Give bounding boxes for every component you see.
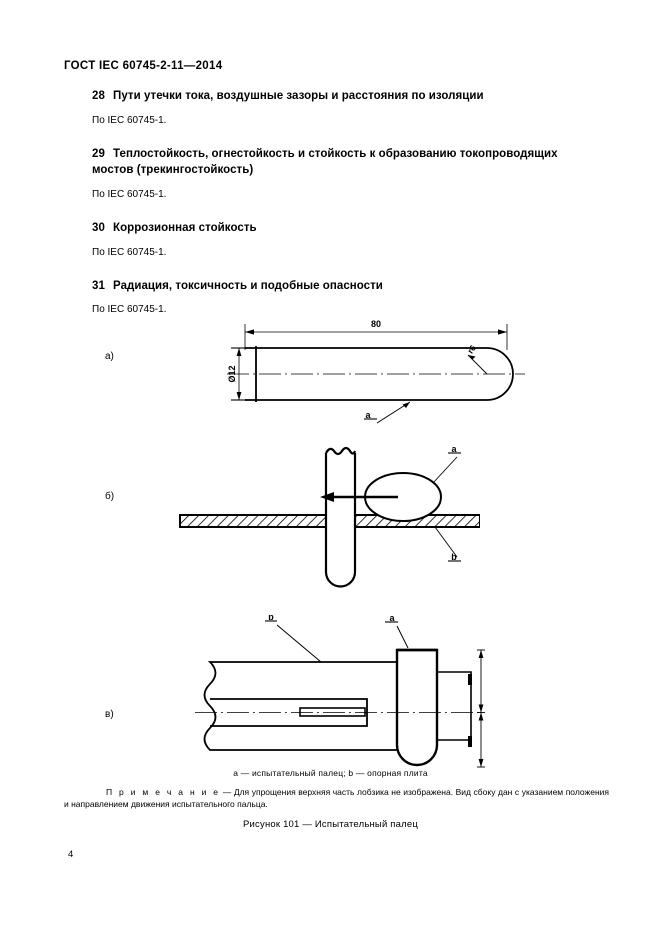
- callout-a-view-c: a: [389, 615, 395, 623]
- dimension-length: 80: [371, 319, 381, 329]
- document-body: 28 Пути утечки тока, воздушные зазоры и р…: [92, 88, 582, 335]
- clause-31-title: 31 Радиация, токсичность и подобные опасн…: [92, 278, 582, 295]
- figure-101: а) б) в): [0, 310, 661, 790]
- part-label-b: б): [105, 491, 115, 502]
- dimension-radius: r6: [465, 343, 478, 356]
- figure-note: П р и м е ч а н и е — Для упрощения верх…: [64, 786, 609, 811]
- clause-29-heading: Теплостойкость, огнестойкость и стойкост…: [92, 147, 558, 177]
- clause-30-number: 30: [92, 222, 105, 235]
- figure-caption: Рисунок 101 — Испытательный палец: [243, 819, 418, 830]
- callout-a-view-a: a: [365, 410, 371, 420]
- drawing-view-a: 80 Ø12 r6 a: [227, 319, 525, 424]
- clause-31-number: 31: [92, 279, 105, 292]
- clause-31-body: По IEC 60745-1.: [92, 304, 167, 316]
- note-dash: —: [220, 787, 234, 797]
- note-text: Для упрощения верхняя часть лобзика не и…: [64, 787, 609, 810]
- note-label: П р и м е ч а н и е: [106, 787, 221, 797]
- page-number: 4: [68, 849, 74, 860]
- document-header: ГОСТ IEC 60745-2-11—2014: [64, 60, 223, 72]
- callout-b-view-c: b: [268, 615, 274, 622]
- part-label-v: в): [105, 709, 114, 720]
- callout-a-view-b: a: [451, 444, 457, 454]
- drawing-view-b: a b: [179, 444, 480, 588]
- clause-29-body: По IEC 60745-1.: [92, 189, 167, 201]
- clause-28-number: 28: [92, 90, 105, 102]
- clause-28-body: По IEC 60745-1.: [92, 114, 167, 126]
- figure-legend: a — испытательный палец; b — опорная пли…: [233, 768, 428, 778]
- clause-30-title: 30 Коррозионная стойкость: [92, 220, 582, 237]
- part-label-a: а): [105, 351, 114, 362]
- dimension-diameter: Ø12: [227, 365, 237, 382]
- clause-28-title: 28 Пути утечки тока, воздушные зазоры и р…: [92, 88, 582, 105]
- clause-31: 31 Радиация, токсичность и подобные опасн…: [92, 278, 582, 318]
- callout-b-view-b: b: [451, 552, 457, 562]
- drawing-view-c: b a: [195, 615, 485, 768]
- clause-31-heading: Радиация, токсичность и подобные опаснос…: [113, 279, 383, 292]
- clause-30: 30 Коррозионная стойкость По IEC 60745-1.: [92, 220, 582, 260]
- clause-28-heading: Пути утечки тока, воздушные зазоры и рас…: [113, 90, 484, 102]
- clause-29-number: 29: [92, 147, 105, 160]
- clause-30-body: По IEC 60745-1.: [92, 246, 167, 258]
- clause-30-heading: Коррозионная стойкость: [113, 222, 257, 235]
- clause-28: 28 Пути утечки тока, воздушные зазоры и р…: [92, 88, 582, 128]
